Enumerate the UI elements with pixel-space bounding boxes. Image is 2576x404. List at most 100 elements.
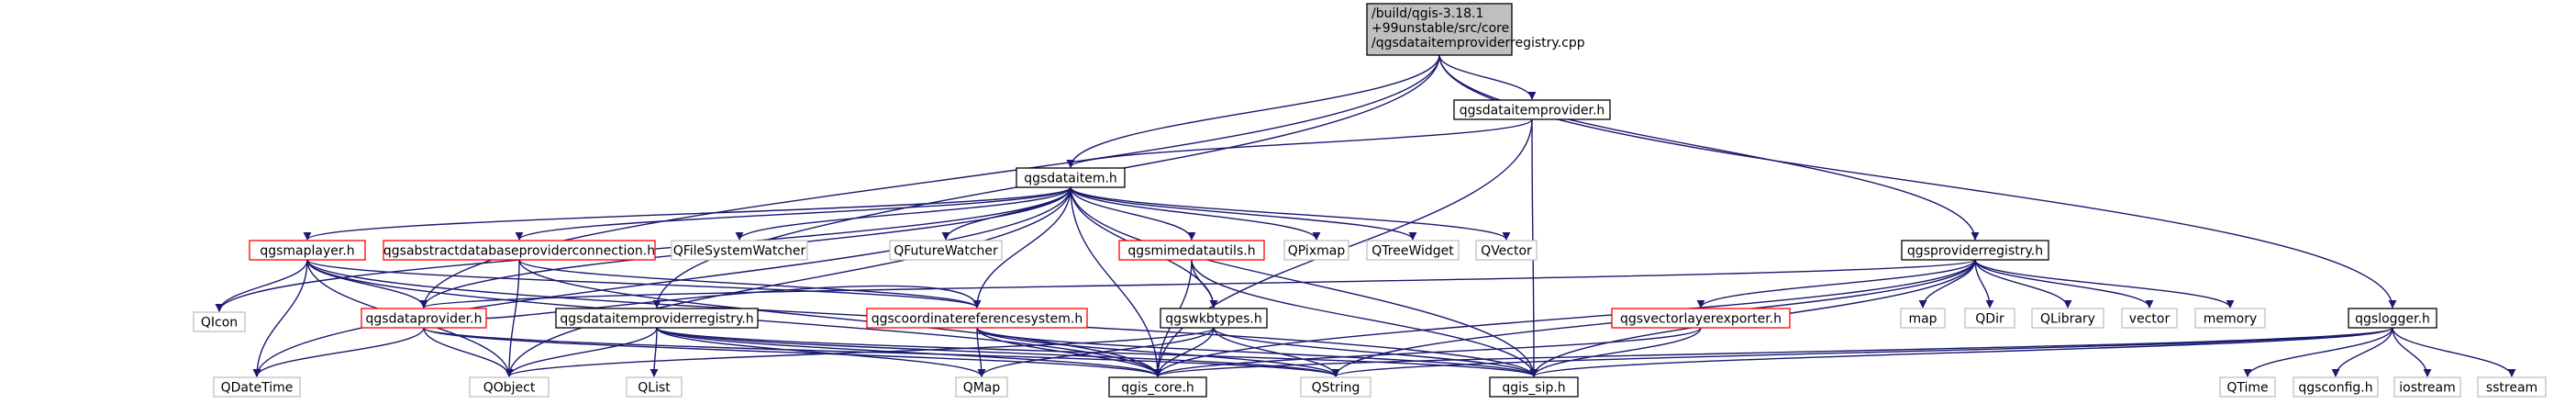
edge-qgsdataprovider-h-to-qobject	[423, 327, 514, 377]
node-qgsmaplayer-h[interactable]: qgsmaplayer.h	[249, 240, 366, 261]
node-label-qfilesystemwatcher: QFileSystemWatcher	[673, 244, 806, 259]
edge-qgsproviderregistry-h-to-qdir	[1974, 259, 1994, 309]
node-qpixmap: QPixmap	[1283, 240, 1349, 261]
node-box-qlist	[626, 376, 683, 398]
edge-qgsabstractdb-h-to-qgis-core-h	[518, 259, 1162, 377]
edge-qgsdataprovider-h-to-qdatetime	[252, 327, 425, 377]
node-box-qgslogger-h	[2348, 308, 2437, 329]
node-qmap: QMap	[955, 376, 1008, 398]
edge-qgslogger-h-to-qtime	[2243, 327, 2393, 377]
edge-root-to-qgsdataprovider-h	[419, 54, 1440, 309]
node-box-qtime	[2219, 376, 2276, 398]
node-label-root-line-3: /qgsdataitemproviderregistry.cpp	[1371, 36, 1585, 50]
node-box-qgsdataitem-h	[1016, 167, 1126, 188]
edge-qgsdataitemprovider-h-to-qgsdataitem-h	[1066, 118, 1533, 168]
node-qgsmimedatautils-h[interactable]: qgsmimedatautils.h	[1118, 240, 1265, 261]
edge-qgsproviderregistry-h-to-qlibrary	[1974, 259, 2072, 309]
node-qgsvectorlayerexporter-h[interactable]: qgsvectorlayerexporter.h	[1611, 308, 1791, 329]
edge-qgsproviderregistry-h-to-memory	[1974, 259, 2235, 309]
edge-qgsdataitem-h-to-qgsmimedatautils-h	[1070, 186, 1196, 241]
node-qgsconfig-h: qgsconfig.h	[2293, 376, 2379, 398]
edge-qgsvectorlayerexporter-h-to-qgis-core-h	[1153, 327, 1702, 377]
node-label-qtime: QTime	[2226, 381, 2268, 396]
node-qgswkbtypes-h[interactable]: qgswkbtypes.h	[1160, 308, 1268, 329]
node-box-qgsdataitemprovider-h	[1453, 99, 1611, 120]
edge-qgslogger-h-to-qgis-sip-h	[1529, 327, 2393, 377]
edge-qgscrs-h-to-qstring	[976, 327, 1340, 377]
node-label-qtreewidget: QTreeWidget	[1371, 244, 1454, 259]
node-label-qgsdataprovider-h: qgsdataprovider.h	[366, 312, 483, 327]
edge-qgsproviderregistry-h-to-qgis-core-h	[1153, 259, 1976, 377]
edge-qgsdataitem-h-to-qgsabstractdb-h	[515, 186, 1071, 241]
edge-qgsdataprovider-h-to-qstring	[423, 327, 1340, 377]
node-label-qdir: QDir	[1975, 312, 2004, 327]
edge-qgsproviderregistry-h-to-map	[1918, 259, 1976, 309]
edge-qgsmaplayer-h-to-qgscrs-h	[306, 259, 982, 309]
edge-root-to-qgsproviderregistry-h	[1438, 54, 1980, 241]
node-qgsabstractdb-h[interactable]: qgsabstractdatabaseproviderconnection.h	[383, 240, 656, 261]
node-qgslogger-h[interactable]: qgslogger.h	[2348, 308, 2437, 329]
node-qlibrary: QLibrary	[2031, 308, 2104, 329]
node-qgsdataprovider-h[interactable]: qgsdataprovider.h	[361, 308, 487, 329]
edge-qgsmaplayer-h-to-qicon	[215, 259, 308, 312]
node-box-qgis-core-h	[1108, 376, 1207, 398]
node-label-qdatetime: QDateTime	[221, 381, 294, 396]
node-box-qgsmaplayer-h	[249, 240, 366, 261]
edge-qgswkbtypes-h-to-qobject	[505, 327, 1215, 377]
node-label-qfuturewatcher: QFutureWatcher	[894, 244, 998, 259]
node-box-qdir	[1964, 308, 2015, 329]
node-qgis-core-h[interactable]: qgis_core.h	[1108, 376, 1207, 398]
edge-qgsdataitemproviderregistry-h-to-qstring	[656, 327, 1340, 377]
node-box-iostream	[2393, 376, 2461, 398]
node-label-qlibrary: QLibrary	[2040, 312, 2095, 327]
node-box-qgsvectorlayerexporter-h	[1611, 308, 1791, 329]
edge-qgslogger-h-to-sstream	[2392, 327, 2516, 377]
node-qgsdataitemprovider-h[interactable]: qgsdataitemprovider.h	[1453, 99, 1611, 120]
node-label-qmap: QMap	[963, 381, 1001, 396]
node-label-qgswkbtypes-h: qgswkbtypes.h	[1165, 312, 1261, 327]
node-iostream: iostream	[2393, 376, 2461, 398]
node-box-sstream	[2477, 376, 2547, 398]
node-label-qgsvectorlayerexporter-h: qgsvectorlayerexporter.h	[1620, 312, 1782, 327]
edge-qgsabstractdb-h-to-qgscrs-h	[518, 259, 982, 309]
node-label-root-line-1: /build/qgis-3.18.1	[1371, 6, 1483, 21]
edge-qgsproviderregistry-h-to-qgsdataprovider-h	[420, 259, 1976, 309]
node-label-qgsmimedatautils-h: qgsmimedatautils.h	[1127, 244, 1255, 259]
node-label-memory: memory	[2204, 312, 2258, 327]
node-box-qgsdataprovider-h	[361, 308, 487, 329]
node-box-vector	[2121, 308, 2178, 329]
node-qlist: QList	[626, 376, 683, 398]
node-map: map	[1900, 308, 1946, 329]
node-label-root-line-2: +99unstable/src/core	[1371, 21, 1509, 36]
node-label-qgsdataitemprovider-h: qgsdataitemprovider.h	[1460, 104, 1605, 118]
edge-qgsproviderregistry-h-to-qgsvectorlayerexporter-h	[1696, 259, 1976, 309]
edge-qgsdataitem-h-to-qvector	[1070, 186, 1511, 241]
edge-qgsdataitemproviderregistry-h-to-qlist	[650, 327, 659, 377]
node-label-qgsmaplayer-h: qgsmaplayer.h	[260, 244, 354, 259]
node-root[interactable]: /build/qgis-3.18.1+99unstable/src/core/q…	[1366, 3, 1585, 56]
node-qgscrs-h[interactable]: qgscoordinatereferencesystem.h	[866, 308, 1088, 329]
node-qstring: QString	[1300, 376, 1371, 398]
node-box-qdatetime	[213, 376, 301, 398]
node-sstream: sstream	[2477, 376, 2547, 398]
node-label-map: map	[1908, 312, 1937, 327]
node-label-qobject: QObject	[483, 381, 536, 396]
dependency-nodes: /build/qgis-3.18.1+99unstable/src/core/q…	[193, 3, 2547, 398]
node-qgis-sip-h[interactable]: qgis_sip.h	[1489, 376, 1579, 398]
node-qfuturewatcher: QFutureWatcher	[889, 240, 1003, 261]
node-label-qpixmap: QPixmap	[1288, 244, 1346, 259]
node-box-qfilesystemwatcher	[671, 240, 808, 261]
node-qgsdataitem-h[interactable]: qgsdataitem.h	[1016, 167, 1126, 188]
edge-qgslogger-h-to-qgsconfig-h	[2331, 327, 2393, 377]
node-box-qgscrs-h	[866, 308, 1088, 329]
edge-qgslogger-h-to-iostream	[2392, 327, 2432, 377]
node-qgsdataitemproviderregistry-h[interactable]: qgsdataitemproviderregistry.h	[555, 308, 759, 329]
edge-qgsdataitemproviderregistry-h-to-qobject	[505, 327, 658, 377]
node-box-qgswkbtypes-h	[1160, 308, 1268, 329]
node-qgsproviderregistry-h[interactable]: qgsproviderregistry.h	[1901, 240, 2049, 261]
node-box-qgsabstractdb-h	[383, 240, 656, 261]
edge-qgscrs-h-to-qgis-core-h	[976, 327, 1162, 377]
edge-qgsdataitemproviderregistry-h-to-qmap	[656, 327, 986, 377]
node-box-qmap	[955, 376, 1008, 398]
